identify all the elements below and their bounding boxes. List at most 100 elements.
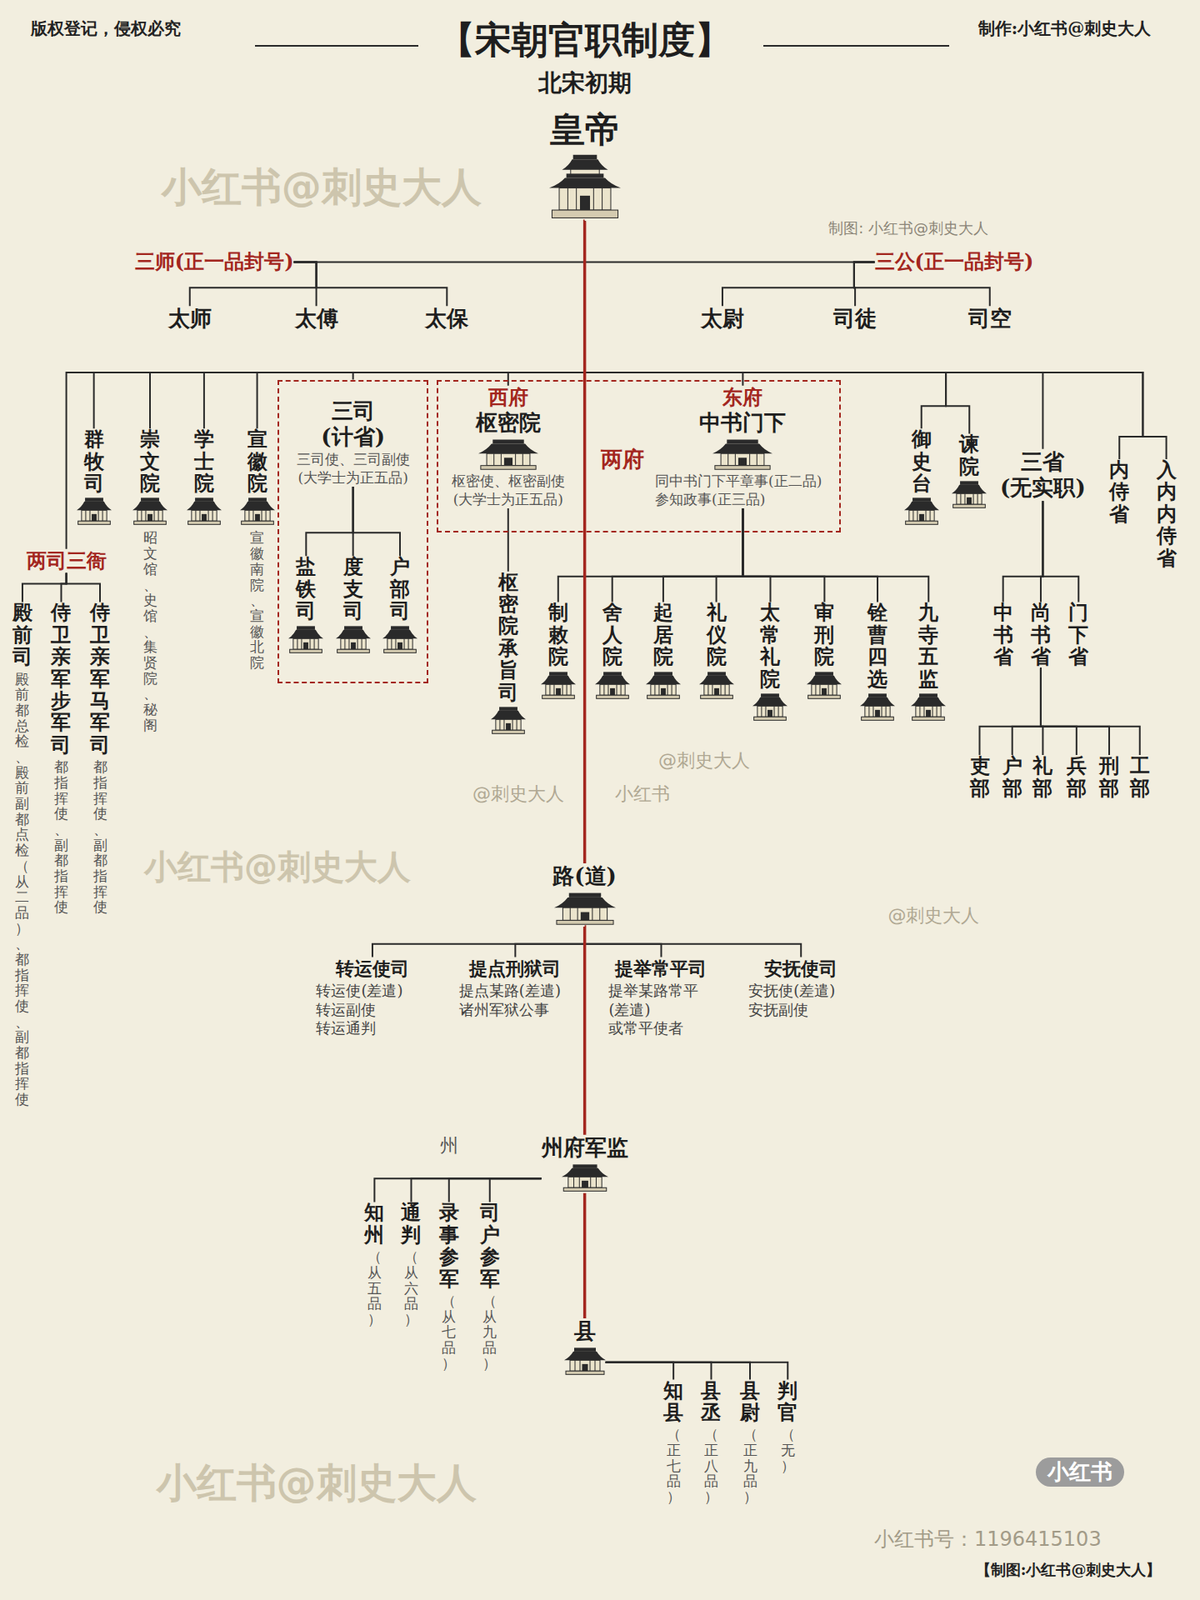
- connector: [742, 508, 929, 602]
- office-node: 户部司: [382, 555, 418, 655]
- icon-part: [574, 1360, 575, 1372]
- connector: [742, 508, 825, 602]
- icon-part: [936, 705, 938, 717]
- icon-part: [207, 510, 209, 522]
- icon-part: [724, 684, 725, 695]
- office-name: 转运使司: [335, 957, 410, 981]
- trunk-line: [583, 926, 587, 1135]
- office-name: 太傅: [295, 305, 339, 332]
- icon-part: [500, 453, 502, 465]
- icon-part: [860, 697, 895, 706]
- building-icon: [478, 438, 539, 470]
- office-node: 太师: [168, 305, 212, 332]
- building-icon: [904, 496, 940, 525]
- office-node: 户部: [1002, 755, 1023, 800]
- icon-part: [589, 1360, 590, 1372]
- office-name: 入内内侍省: [1156, 459, 1177, 570]
- office-node: 舍人院: [595, 601, 630, 700]
- copyright-note: 版权登记，侵权必究: [30, 18, 181, 39]
- icon-part: [85, 498, 104, 502]
- office-detail: 提举某路常平 (差遣) 或常平使者: [608, 981, 714, 1039]
- building-icon: [335, 625, 371, 654]
- title-holder: 【宋朝官职制度】: [438, 18, 732, 63]
- office-name: 兵部: [1066, 755, 1087, 800]
- icon-part: [336, 649, 370, 653]
- icon-part: [910, 697, 946, 706]
- icon-part: [603, 671, 622, 675]
- office-node: 提举常平司提举某路常平 (差遣) 或常平使者: [608, 957, 714, 1039]
- label-holder: @刺史大人: [658, 750, 750, 772]
- office-name: 县尉: [740, 1380, 760, 1425]
- icon-part: [240, 501, 275, 510]
- connector: [854, 261, 875, 306]
- office-node: 录事参军（从七品）: [439, 1201, 460, 1371]
- icon-part: [486, 453, 530, 465]
- connector: [490, 1178, 542, 1202]
- icon-part: [912, 716, 945, 720]
- office-node: 太傅: [295, 305, 339, 332]
- icon-part: [572, 155, 597, 160]
- office-node: 门下省: [1068, 601, 1089, 668]
- office-detail: 同中书门下平章事(正二品) 参知政事(正三品): [655, 471, 831, 509]
- connector: [449, 1178, 542, 1202]
- building-icon: [564, 1346, 606, 1375]
- connector: [605, 1362, 789, 1380]
- office-name: 起居院: [653, 601, 674, 668]
- icon-part: [581, 1364, 588, 1371]
- icon-part: [707, 684, 709, 695]
- office-node: 侍卫亲军步军司都指挥使、副都指挥使: [50, 601, 71, 915]
- connector: [515, 926, 585, 957]
- group-heading: 三师(正一品封号): [135, 250, 295, 275]
- icon-part: [591, 907, 593, 920]
- icon-part: [91, 514, 97, 521]
- office-name: 盐铁司: [295, 555, 316, 622]
- icon-part: [101, 510, 103, 522]
- connector: [742, 508, 878, 602]
- office-node: 御史台: [904, 428, 940, 527]
- label-holder: 小红书@刺史大人: [156, 1459, 477, 1508]
- icon-part: [549, 684, 550, 695]
- icon-part: [515, 719, 517, 730]
- icon-part: [660, 687, 666, 695]
- author-credit: 制作:小红书@刺史大人: [978, 18, 1151, 39]
- office-node: 宣徽院宣徽南院、宣徽北院: [240, 428, 275, 670]
- icon-part: [925, 710, 931, 717]
- icon-part: [581, 1180, 589, 1188]
- connector: [1003, 500, 1044, 602]
- label-holder: 小红书: [615, 783, 670, 805]
- trunk-line: [583, 220, 587, 864]
- icon-part: [252, 510, 254, 522]
- group-heading: 三公(正一品封号): [875, 250, 1035, 275]
- icon-part: [820, 684, 821, 695]
- icon-part: [815, 684, 817, 695]
- icon-part: [654, 671, 673, 675]
- rank-group: 两司三衙: [26, 549, 107, 574]
- icon-part: [654, 684, 655, 695]
- watermark: 小红书@刺史大人: [156, 1459, 477, 1508]
- icon-part: [580, 195, 590, 210]
- office-node: 安抚使司安抚使(差遣) 安抚副使: [748, 957, 854, 1020]
- connector: [716, 508, 744, 602]
- icon-part: [77, 521, 110, 525]
- icon-part: [735, 453, 736, 465]
- icon-part: [314, 638, 315, 650]
- icon-part: [650, 684, 676, 695]
- icon-part: [288, 629, 324, 638]
- group-header: 三司 (计省)三司使、三司副使 (大学士为正五品): [289, 398, 417, 488]
- group-heading: 两司三衙: [26, 549, 107, 574]
- office-name: 学士院: [194, 428, 215, 495]
- icon-part: [561, 684, 563, 695]
- icon-part: [296, 625, 315, 630]
- icon-part: [703, 684, 729, 695]
- icon-part: [360, 638, 362, 650]
- icon-part: [728, 453, 730, 465]
- icon-part: [495, 719, 521, 730]
- label-holder: 小红书: [1035, 1457, 1125, 1487]
- building-icon: [712, 438, 773, 470]
- icon-part: [511, 719, 513, 730]
- icon-part: [575, 188, 577, 211]
- office-name: 枢密院承旨司: [498, 571, 519, 704]
- office-node: 制敕院: [540, 601, 576, 700]
- icon-part: [881, 705, 883, 717]
- icon-part: [960, 481, 979, 485]
